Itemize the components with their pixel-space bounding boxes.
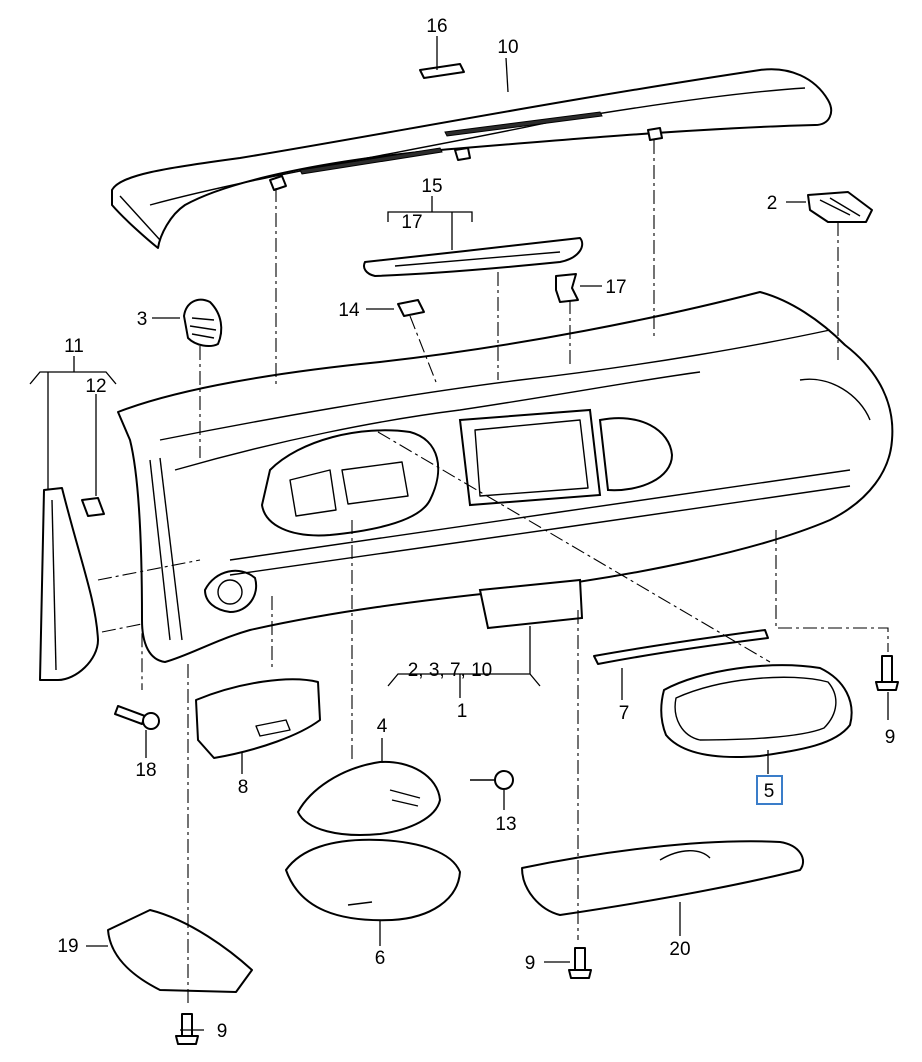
callout-17-top: 17	[401, 212, 422, 233]
part-9-screw-bottom-left	[175, 1013, 199, 1045]
callout-1: 1	[457, 701, 468, 722]
callout-6: 6	[375, 948, 386, 969]
part-5-cluster-cover	[660, 664, 853, 759]
callout-15: 15	[421, 176, 442, 197]
part-12-clip	[81, 497, 105, 517]
part-16-clip	[419, 63, 465, 79]
part-10-dash-top-cover	[111, 68, 833, 249]
callout-9-bottom-left: 9	[217, 1021, 228, 1042]
part-6-column-shroud-lower	[285, 838, 461, 922]
callout-9-bottom-center: 9	[525, 953, 536, 974]
part-19-lower-panel	[107, 909, 253, 993]
part-8-glove-box	[195, 678, 321, 759]
callout-18: 18	[135, 760, 156, 781]
callout-20: 20	[669, 939, 690, 960]
callout-2: 2	[767, 193, 778, 214]
callout-10: 10	[497, 37, 518, 58]
callout-11: 11	[64, 336, 84, 357]
callout-13: 13	[495, 814, 516, 835]
callout-3: 3	[137, 309, 148, 330]
part-7-rail	[593, 629, 769, 665]
callout-9-right: 9	[885, 727, 896, 748]
part-4-column-shroud-upper	[297, 760, 441, 836]
part-14-clip	[397, 299, 425, 317]
part-20-lower-tray	[521, 840, 805, 916]
part-3-vent	[183, 298, 223, 347]
part-9-screw-bottom-center	[568, 947, 592, 979]
part-17-clip	[555, 273, 579, 303]
callout-19: 19	[57, 936, 78, 957]
callout-labels: 16 10 15 17 2 17 3 14 11 12 2, 3, 7, 10 …	[57, 16, 895, 1042]
leader-lines	[29, 36, 889, 1031]
callout-group-2-3-7-10: 2, 3, 7, 10	[408, 660, 493, 681]
callout-16: 16	[426, 16, 447, 37]
callout-8: 8	[238, 777, 249, 798]
callout-12: 12	[85, 376, 106, 397]
callout-4: 4	[377, 716, 388, 737]
part-1-dashboard-body	[117, 291, 894, 663]
part-13-screw	[470, 770, 514, 790]
part-15-center-trim	[363, 237, 584, 277]
part-18-bolt	[114, 705, 160, 730]
part-2-bracket	[807, 191, 873, 223]
part-11-side-trim	[39, 487, 99, 681]
callout-7: 7	[619, 703, 630, 724]
callout-5-highlight-box	[756, 775, 783, 805]
callout-5: 5	[764, 781, 775, 802]
assembly-lines	[97, 140, 889, 1004]
part-9-screw-right	[875, 655, 899, 691]
callout-14: 14	[338, 300, 360, 321]
callout-17-right: 17	[605, 277, 626, 298]
